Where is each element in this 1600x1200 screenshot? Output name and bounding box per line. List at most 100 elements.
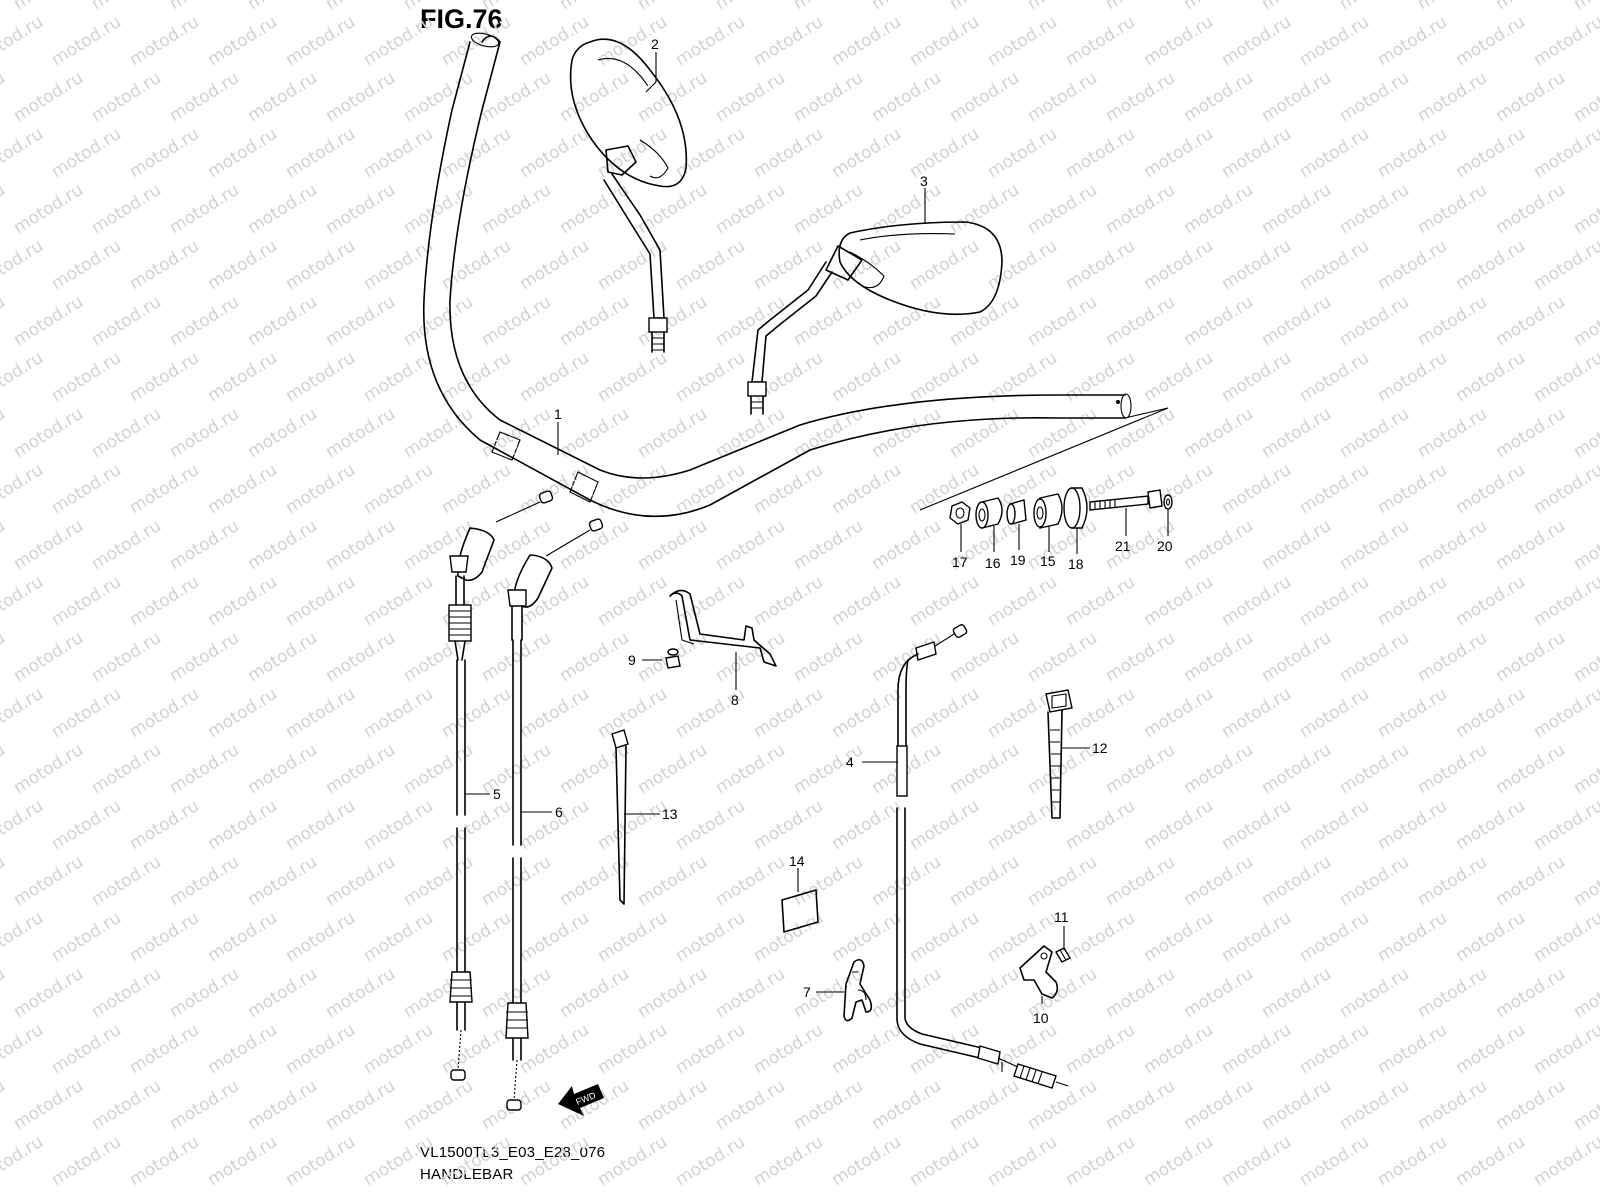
watermark-text: motod.ru — [1258, 0, 1335, 14]
watermark-text: motod.ru — [166, 852, 243, 910]
watermark-text: motod.ru — [868, 292, 945, 350]
watermark-text: motod.ru — [790, 516, 867, 574]
watermark-text: motod.ru — [1062, 908, 1139, 966]
watermark-text: motod.ru — [1258, 740, 1335, 798]
watermark-text: motod.ru — [712, 852, 789, 910]
watermark-text: motod.ru — [1530, 124, 1600, 182]
watermark-text: motod.ru — [478, 292, 555, 350]
watermark-text: motod.ru — [48, 796, 125, 854]
watermark-text: motod.ru — [478, 180, 555, 238]
watermark-text: motod.ru — [10, 1076, 87, 1134]
nut-17 — [949, 501, 971, 525]
watermark-text: motod.ru — [438, 796, 515, 854]
watermark-text: motod.ru — [1452, 12, 1529, 70]
watermark-text: motod.ru — [0, 1076, 9, 1134]
watermark-text: motod.ru — [322, 292, 399, 350]
watermark-text: motod.ru — [594, 1132, 671, 1190]
watermark-text: motod.ru — [906, 236, 983, 294]
watermark-text: motod.ru — [556, 292, 633, 350]
watermark-text: motod.ru — [1296, 796, 1373, 854]
watermark-text: motod.ru — [282, 684, 359, 742]
watermark-text: motod.ru — [1336, 292, 1413, 350]
watermark-text: motod.ru — [1102, 180, 1179, 238]
watermark-text: motod.ru — [1140, 572, 1217, 630]
watermark-text: motod.ru — [712, 740, 789, 798]
watermark-text: motod.ru — [244, 292, 321, 350]
watermark-text: motod.ru — [1218, 572, 1295, 630]
watermark-text: motod.ru — [360, 124, 437, 182]
watermark-text: motod.ru — [1258, 404, 1335, 462]
watermark-text: motod.ru — [946, 964, 1023, 1022]
handlebar-part — [422, 32, 1169, 518]
knurl-band-1 — [491, 431, 521, 461]
watermark-text: motod.ru — [48, 124, 125, 182]
watermark-text: motod.ru — [0, 292, 9, 350]
watermark-text: motod.ru — [634, 0, 711, 14]
watermark-text: motod.ru — [1296, 1020, 1373, 1078]
watermark-text: motod.ru — [1414, 852, 1491, 910]
watermark-text: motod.ru — [1102, 1076, 1179, 1134]
clamp-group — [919, 407, 1173, 529]
throttle-cable-6 — [505, 518, 604, 1111]
watermark-text: motod.ru — [0, 796, 47, 854]
watermark-text: motod.ru — [0, 964, 9, 1022]
watermark-text: motod.ru — [1452, 684, 1529, 742]
watermark-text: motod.ru — [1140, 908, 1217, 966]
callout-8: 8 — [731, 692, 739, 708]
watermark-text: motod.ru — [1530, 1132, 1600, 1190]
callout-16: 16 — [985, 555, 1001, 571]
watermark-text: motod.ru — [1062, 572, 1139, 630]
watermark-text: motod.ru — [360, 12, 437, 70]
watermark-text: motod.ru — [1062, 1020, 1139, 1078]
watermark-text: motod.ru — [88, 852, 165, 910]
watermark-text: motod.ru — [0, 908, 47, 966]
watermark-text: motod.ru — [0, 516, 9, 574]
watermark-text: motod.ru — [1102, 68, 1179, 126]
watermark-text: motod.ru — [1570, 404, 1600, 462]
watermark-text: motod.ru — [1062, 684, 1139, 742]
watermark-text: motod.ru — [1530, 908, 1600, 966]
watermark-text: motod.ru — [1102, 964, 1179, 1022]
watermark-text: motod.ru — [1336, 404, 1413, 462]
watermark-text: motod.ru — [984, 908, 1061, 966]
watermark-text: motod.ru — [1296, 908, 1373, 966]
watermark-text: motod.ru — [828, 796, 905, 854]
watermark-text: motod.ru — [1062, 12, 1139, 70]
watermark-text: motod.ru — [1180, 180, 1257, 238]
watermark-text: motod.ru — [1218, 1132, 1295, 1190]
watermark-text: motod.ru — [1062, 1132, 1139, 1190]
watermark-text: motod.ru — [244, 1076, 321, 1134]
cable-tie-12 — [1045, 689, 1073, 819]
watermark-text: motod.ru — [166, 0, 243, 14]
watermark-text: motod.ru — [1296, 572, 1373, 630]
watermark-text: motod.ru — [1218, 124, 1295, 182]
watermark-text: motod.ru — [1374, 1020, 1451, 1078]
watermark-text: motod.ru — [282, 572, 359, 630]
watermark-text: motod.ru — [906, 684, 983, 742]
watermark-text: motod.ru — [88, 292, 165, 350]
watermark-text: motod.ru — [828, 1020, 905, 1078]
callout-21: 21 — [1115, 538, 1131, 554]
watermark-text: motod.ru — [1452, 572, 1529, 630]
watermark-text: motod.ru — [868, 68, 945, 126]
watermark-text: motod.ru — [1530, 1020, 1600, 1078]
watermark-text: motod.ru — [478, 852, 555, 910]
watermark-text: motod.ru — [672, 796, 749, 854]
watermark-text: motod.ru — [790, 964, 867, 1022]
watermark-text: motod.ru — [1180, 628, 1257, 686]
watermark-text: motod.ru — [1180, 516, 1257, 574]
watermark-text: motod.ru — [750, 124, 827, 182]
watermark-text: motod.ru — [282, 236, 359, 294]
watermark-text: motod.ru — [0, 572, 47, 630]
watermark-text: motod.ru — [1414, 740, 1491, 798]
watermark-text: motod.ru — [1492, 740, 1569, 798]
watermark-text: motod.ru — [1452, 236, 1529, 294]
watermark-text: motod.ru — [868, 1076, 945, 1134]
watermark-text: motod.ru — [516, 908, 593, 966]
watermark-text: motod.ru — [1180, 68, 1257, 126]
watermark-text: motod.ru — [1218, 460, 1295, 518]
watermark-text: motod.ru — [946, 740, 1023, 798]
watermark-text: motod.ru — [166, 292, 243, 350]
watermark-text: motod.ru — [1374, 572, 1451, 630]
watermark-text: motod.ru — [828, 460, 905, 518]
